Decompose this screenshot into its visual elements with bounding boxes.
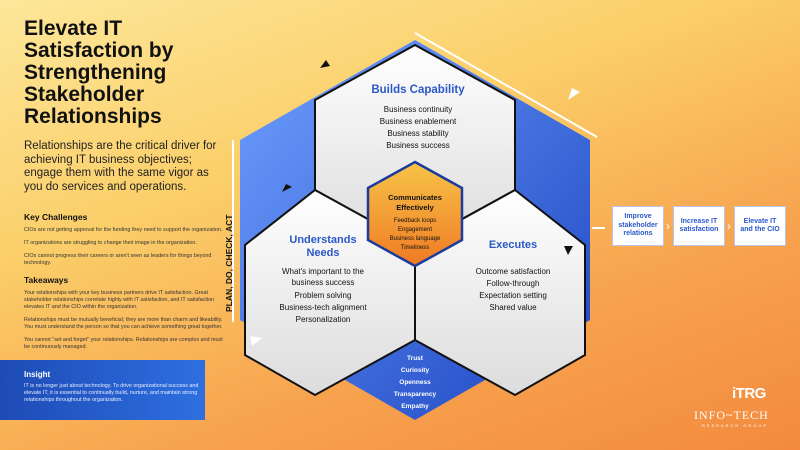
builds-capability-item: Business continuity [384,105,452,114]
takeaway-item: You cannot "set and forget" your relatio… [24,337,223,350]
communicates-item: Feedback loops [394,218,436,224]
communicates-heading-1: Communicates [388,193,442,202]
builds-capability-item: Business success [386,141,450,150]
cycle-label: PLAN, DO, CHECK, ACT [224,214,234,312]
communicates-hex [366,160,464,268]
takeaways-heading: Takeaways [24,275,69,285]
insight-heading: Insight [24,370,51,379]
inner-arrowhead [320,60,330,68]
page-title: Elevate IT Satisfaction by Strengthening… [24,17,174,128]
challenge-item: IT organizations are struggling to chang… [24,240,197,246]
insight-text: IT is no longer just about technology. T… [24,383,199,403]
flow-arrow-icon: › [666,219,670,233]
insight-panel: Insight IT is no longer just about techn… [0,360,205,420]
foundation-item: Trust [407,355,424,362]
challenge-item: CIOs cannot progress their careers or ar… [24,253,212,266]
cycle-arrow-top [414,32,598,138]
understands-needs-item: business success [292,278,355,287]
executes-item: Follow-through [487,279,540,288]
executes-heading: Executes [489,239,537,251]
outcome-line: stakeholder [618,221,658,229]
communicates-item: Timeliness [401,245,429,251]
cycle-arrowhead [568,88,580,100]
builds-capability-item: Business enablement [380,117,457,126]
infotech-tagline: RESEARCH GROUP [702,423,769,428]
executes-item: Expectation setting [479,291,547,300]
builds-capability-heading: Builds Capability [371,84,465,96]
understands-needs-heading-1: Understands [289,234,356,246]
left-panel: Elevate IT Satisfaction by Strengthening… [24,18,224,357]
understands-needs-item: Personalization [296,315,351,324]
outcome-line: and the CIO [740,226,780,233]
builds-capability-item: Business stability [387,129,448,138]
challenge-item: CIOs are not getting approval for the fu… [24,227,223,233]
foundation-item: Curiosity [401,367,430,374]
understands-needs-item: Problem solving [295,291,352,300]
page-subtitle: Relationships are the critical driver fo… [24,140,217,193]
understands-needs-item: What's important to the [282,267,365,276]
executes-item: Shared value [489,303,537,312]
communicates-item: Engagement [398,227,432,233]
understands-needs-item: Business-tech alignment [279,303,367,312]
understands-needs-heading-2: Needs [306,247,339,259]
outcome-line: satisfaction [679,226,719,233]
outcome-line: relations [623,230,653,238]
cycle-arrowhead [250,336,262,346]
takeaway-item: Your relationships with your key busines… [24,290,215,310]
outcome-line: Elevate IT [743,217,777,225]
foundation-item: Transparency [394,391,437,398]
inner-arrowhead [564,246,573,255]
takeaway-item: Relationships must be mutually beneficia… [24,317,223,330]
inner-arrowhead [282,184,292,192]
outcome-line: Increase IT [680,217,718,225]
flow-arrow-icon: › [727,219,731,233]
key-challenges-heading: Key Challenges [24,212,88,222]
itrg-logo: iTRG [732,385,766,402]
communicates-item: Business language [390,236,441,242]
foundation-item: Empathy [401,403,429,410]
executes-item: Outcome satisfaction [476,267,551,276]
communicates-heading-2: Effectively [396,203,434,212]
outcome-line: Improve [624,213,652,221]
foundation-item: Openness [399,379,431,386]
infotech-logo: INFO~TECH [694,408,769,422]
